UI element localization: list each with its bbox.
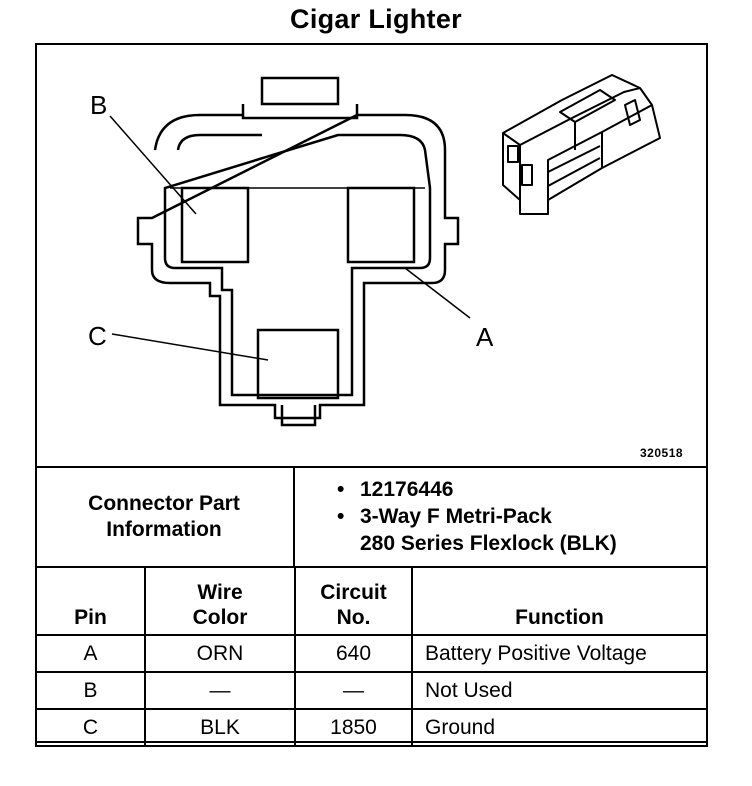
part-number-item: • 12176446: [333, 476, 617, 503]
latch-outer: [241, 104, 359, 120]
pin-label-a: A: [476, 322, 494, 352]
connector-info-label-line2: Information: [106, 518, 222, 541]
header-circuit-line1: Circuit: [320, 581, 387, 604]
leader-line-b: [109, 115, 197, 215]
function-cell: Not Used: [411, 671, 708, 710]
pin-table-header-row: Pin Wire Color Circuit No. Function: [35, 566, 708, 636]
bottom-tab: [280, 405, 317, 427]
wire-color-cell: —: [144, 671, 296, 710]
circuit-cell: 640: [294, 634, 413, 673]
wire-color-cell: BLK: [144, 708, 296, 747]
part-number: 12176446: [360, 478, 454, 501]
figure-reference: 320518: [640, 446, 684, 460]
table-row: B — — Not Used: [35, 671, 708, 710]
table-row: A ORN 640 Battery Positive Voltage: [35, 634, 708, 673]
circuit-cell: 1850: [294, 708, 413, 747]
leader-line-c: [111, 333, 269, 361]
header-circuit: Circuit No.: [294, 566, 413, 636]
connector-diagram: B A C: [88, 74, 661, 427]
connector-info-label: Connector Part Information: [35, 468, 295, 566]
cavity-a: [346, 186, 416, 264]
connector-info-section: Connector Part Information • 12176446 • …: [35, 466, 708, 568]
connector-description-line1: 3-Way F Metri-Pack: [360, 505, 552, 528]
latch-tab-outline: [260, 76, 340, 106]
circuit-cell: —: [294, 671, 413, 710]
header-wire-color: Wire Color: [144, 566, 296, 636]
connector-info-list: • 12176446 • 3-Way F Metri-Pack 280 Seri…: [333, 476, 617, 557]
function-cell: Battery Positive Voltage: [411, 634, 708, 673]
pin-cell: C: [35, 708, 146, 747]
connector-description-line2: 280 Series Flexlock (BLK): [360, 532, 617, 555]
header-wire-color-line1: Wire: [197, 581, 243, 604]
housing-outer-outline: [136, 113, 460, 420]
table-row: C BLK 1850 Ground: [35, 708, 708, 747]
pin-table: Pin Wire Color Circuit No. Function A OR…: [35, 566, 708, 747]
leader-line-a: [404, 267, 471, 319]
header-pin: Pin: [35, 566, 146, 636]
header-function: Function: [411, 566, 708, 636]
cavity-b: [180, 186, 250, 264]
pin-cell: B: [35, 671, 146, 710]
pin-label-c: C: [88, 321, 107, 351]
function-cell: Ground: [411, 708, 708, 747]
page-title: Cigar Lighter: [290, 4, 462, 34]
header-circuit-line2: No.: [336, 606, 371, 629]
wire-color-cell: ORN: [144, 634, 296, 673]
connector-3d-sketch: [502, 74, 661, 215]
bullet-icon: •: [337, 505, 345, 528]
header-wire-color-line2: Color: [192, 606, 248, 629]
pin-cell: A: [35, 634, 146, 673]
cavity-c: [256, 328, 340, 400]
connector-description-item: • 3-Way F Metri-Pack: [333, 503, 617, 530]
housing-inner-outline: [163, 133, 432, 397]
bullet-icon: •: [337, 478, 345, 501]
connector-info-label-line1: Connector Part: [88, 492, 240, 515]
pin-label-b: B: [90, 90, 107, 120]
